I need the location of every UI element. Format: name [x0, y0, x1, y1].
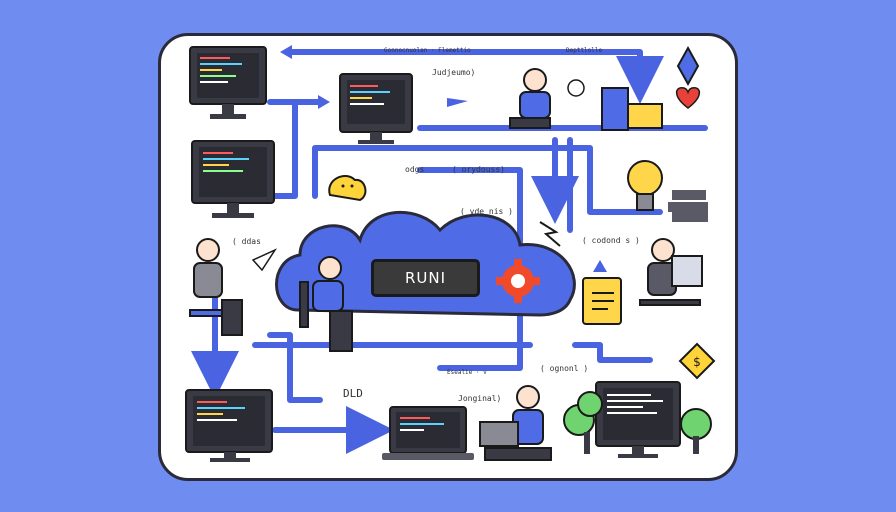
label-bottom-mid: Esealie · v [447, 369, 487, 376]
smiley-icon [328, 175, 367, 202]
pipe-lower-left [267, 332, 323, 403]
people [189, 68, 703, 461]
person-right-icon [639, 238, 703, 306]
pipe-under-text [417, 167, 523, 258]
paper-plane-icon [251, 248, 278, 272]
monitor-bottom-left-icon [185, 389, 273, 462]
label-top-left-banner: Gonnocnuolan · Flemettio [384, 47, 471, 54]
dollar-icon: $ [678, 342, 716, 380]
arrow-up-icon [593, 260, 607, 272]
monitor-upper-center-icon [339, 73, 413, 144]
svg-text:$: $ [693, 355, 701, 369]
label-ddas: ( ddas [232, 237, 261, 246]
monitor-mid-left-icon [191, 140, 275, 218]
gear-icon [496, 259, 540, 303]
tree-left-icon [563, 391, 603, 454]
arrows [280, 45, 607, 272]
person-cloud-icon [299, 256, 353, 352]
label-top-right-banner: Depttlolle [566, 47, 603, 54]
diamond-icon [676, 45, 700, 87]
pipe-lower-right [437, 297, 523, 371]
pipe-top [287, 49, 664, 104]
laptop-bottom-icon [382, 406, 474, 460]
label-orydouss: ( orydouss) [452, 165, 505, 174]
tree-right-icon [680, 408, 712, 454]
person-bottom-icon [479, 385, 552, 461]
person-top-right-icon [509, 68, 551, 129]
label-ognonl: ( ognonl ) [540, 364, 589, 373]
box-icon [601, 87, 663, 131]
label-odgs: odgs [405, 165, 425, 174]
smiley-small-icon [567, 79, 585, 97]
arrow-upper-icon [318, 95, 330, 109]
arrow-top-left-icon [280, 45, 292, 59]
label-cadonds: ( codond s ) [582, 236, 640, 245]
label-jonginal: Jonginal) [458, 394, 502, 403]
lightning-icon [539, 221, 561, 247]
pipe-mid-left [272, 99, 298, 199]
pipe-mid-top [312, 145, 663, 215]
pipe-right-mid [572, 342, 653, 363]
lightbulb-icon [627, 160, 663, 211]
person-left-icon [189, 238, 243, 336]
heart-icon [675, 87, 701, 109]
run-button[interactable]: RUNI [371, 259, 480, 297]
monitor-top-left-icon [189, 46, 267, 119]
clipboard-icon [582, 277, 622, 325]
label-vdenis: ( vde nis ) [460, 207, 513, 216]
pipes [191, 49, 708, 454]
label-dlp: DLD [343, 387, 363, 400]
label-judjeumo: Judjeumo) [432, 68, 476, 77]
monitors [185, 46, 681, 462]
arrow-small-icon [447, 98, 468, 107]
stack-icon [668, 190, 708, 222]
monitor-bottom-right-icon [595, 381, 681, 458]
